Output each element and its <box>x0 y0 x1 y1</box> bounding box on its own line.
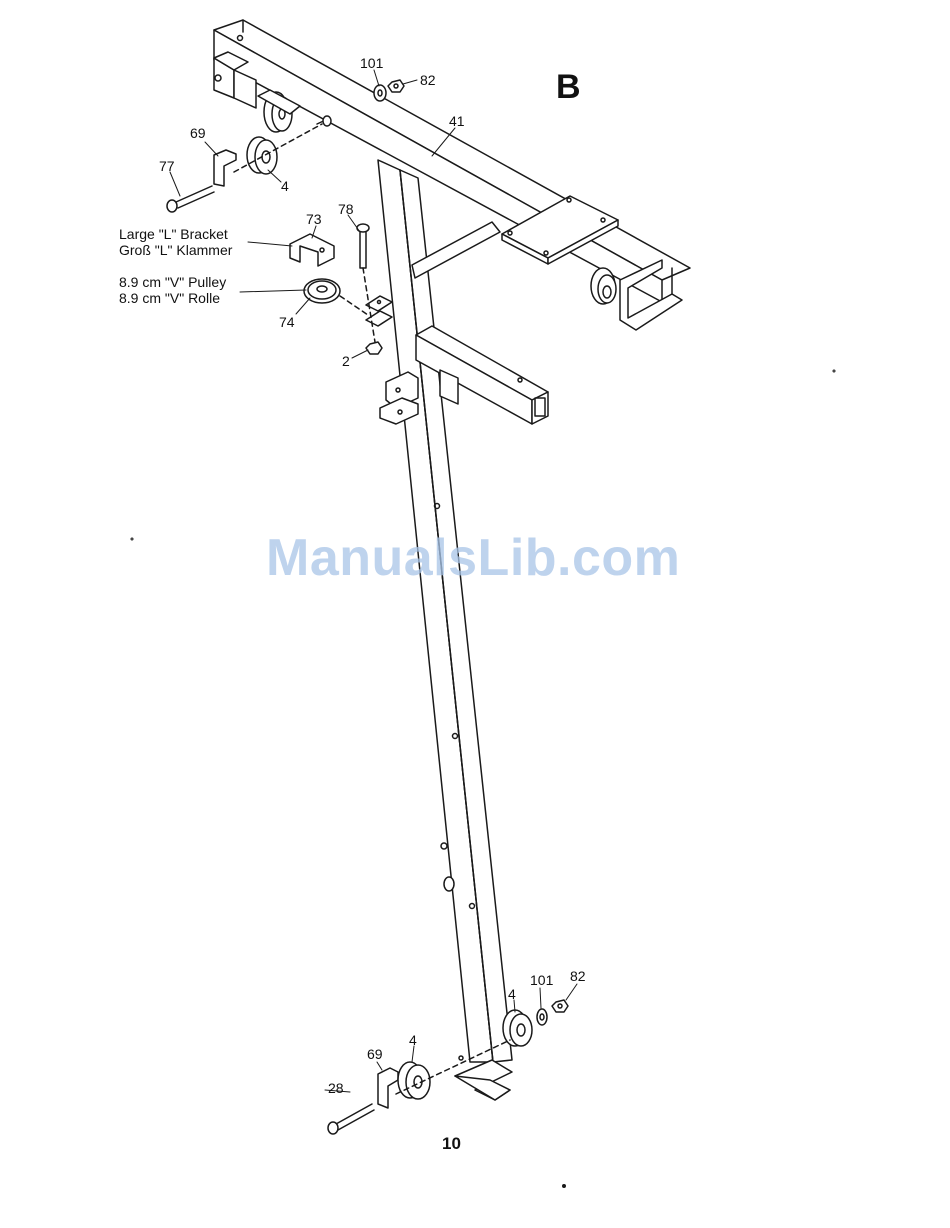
bolt-28 <box>328 1104 374 1134</box>
nut-82-bottom <box>552 1000 568 1012</box>
label-78: 78 <box>338 201 354 217</box>
foot-plate <box>455 1060 512 1100</box>
label-69-top: 69 <box>190 125 206 141</box>
page-number: 10 <box>442 1134 461 1154</box>
label-74: 74 <box>279 314 295 330</box>
callout-large-l-bracket: Large "L" Bracket Groß "L" Klammer <box>119 226 232 258</box>
crossbar-41 <box>214 20 690 302</box>
bolt-77 <box>167 186 214 212</box>
dashed-guide-74 <box>340 296 368 315</box>
upright-tube <box>378 160 512 1062</box>
label-73: 73 <box>306 211 322 227</box>
bracket-73 <box>290 234 334 266</box>
callout-large-l-bracket-en: Large "L" Bracket <box>119 226 232 242</box>
washer-101-bottom <box>537 1009 547 1025</box>
label-2: 2 <box>342 353 350 369</box>
right-end-pulley <box>591 268 616 304</box>
pulley-4-top <box>247 137 277 174</box>
washer-101-top <box>374 85 386 101</box>
callout-v-pulley: 8.9 cm "V" Pulley 8.9 cm "V" Rolle <box>119 274 226 306</box>
label-101-bottom: 101 <box>530 972 553 988</box>
pulley-4-right <box>503 1010 532 1046</box>
label-4-bottom: 4 <box>409 1032 417 1048</box>
callout-v-pulley-de: 8.9 cm "V" Rolle <box>119 290 226 306</box>
label-28: 28 <box>328 1080 344 1096</box>
small-bracket-plate <box>366 296 392 326</box>
bracket-69-bottom <box>378 1068 398 1108</box>
callout-v-pulley-en: 8.9 cm "V" Pulley <box>119 274 226 290</box>
label-82-top: 82 <box>420 72 436 88</box>
label-69-bottom: 69 <box>367 1046 383 1062</box>
section-letter: B <box>556 68 581 107</box>
watermark: ManualsLib.com <box>266 528 680 588</box>
label-82-bottom: 82 <box>570 968 586 984</box>
nut-82-top <box>388 80 404 92</box>
label-101-top: 101 <box>360 55 383 71</box>
label-4-right: 4 <box>508 986 516 1002</box>
label-77: 77 <box>159 158 175 174</box>
label-4-top: 4 <box>281 178 289 194</box>
label-41: 41 <box>449 113 465 129</box>
nut-2 <box>366 342 382 354</box>
callout-large-l-bracket-de: Groß "L" Klammer <box>119 242 232 258</box>
